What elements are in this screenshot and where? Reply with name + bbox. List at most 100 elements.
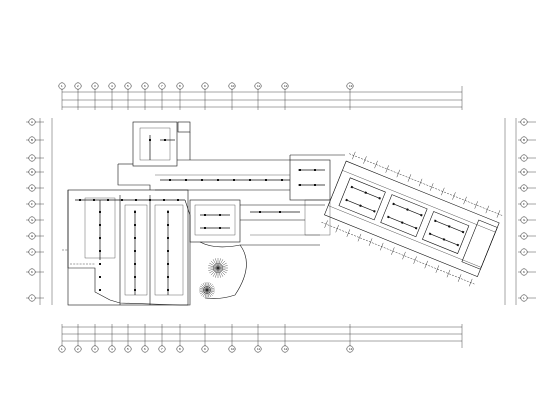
left-axis-label: J <box>31 250 33 254</box>
bottom-axis-bubble: 7 <box>158 345 166 353</box>
light-fixture <box>217 179 219 181</box>
wing-tick <box>335 224 339 233</box>
wing-tick <box>352 151 356 160</box>
light-fixture <box>249 179 251 181</box>
wing-tick <box>474 201 478 209</box>
light-fixture <box>219 227 221 229</box>
top-axis-label: 9 <box>204 84 206 88</box>
light-fixture <box>134 289 136 291</box>
left-axis-bubble: E <box>26 184 44 192</box>
light-fixture <box>279 211 281 213</box>
wing-tick <box>374 160 378 169</box>
left-axis-bubble: L <box>26 294 44 302</box>
wing-tick <box>407 174 412 182</box>
bottom-axis-bubble: 13 <box>346 345 354 353</box>
bottom-axis-bubble: 5 <box>124 345 132 353</box>
left-axis-label: A <box>31 120 33 124</box>
light-fixture <box>185 179 187 181</box>
right-axis-label: C <box>523 156 526 160</box>
left-axis-label: D <box>31 170 34 174</box>
top-axis-label: 8 <box>179 84 181 88</box>
top-axis-bubble: 3 <box>91 82 99 90</box>
right-axis-bubble: H <box>518 232 536 240</box>
left-axis-bubble: J <box>26 248 44 256</box>
left-axis-bubble: H <box>26 232 44 240</box>
bottom-axis-bubble: 9 <box>201 345 209 353</box>
wing-tick <box>469 278 473 287</box>
bottom-axis-label: 2 <box>77 347 79 351</box>
wing-tick <box>413 256 417 264</box>
top-axis-bubble: 11 <box>254 82 262 90</box>
light-fixture <box>169 179 171 181</box>
wing-tick <box>363 156 367 164</box>
light-fixture <box>167 289 169 291</box>
light-fixture <box>134 237 136 239</box>
light-fixture <box>163 199 165 201</box>
light-fixture <box>93 199 95 201</box>
top-axis-label: 4 <box>111 84 113 88</box>
left-axis-bubble: A <box>26 118 44 126</box>
left-axis-bubble: K <box>26 268 44 276</box>
left-axis-label: C <box>31 156 34 160</box>
light-fixture <box>167 276 169 278</box>
top-axis-label: 10 <box>231 84 235 88</box>
right-axis-label: F <box>523 202 525 206</box>
left-axis-bubble: D <box>26 168 44 176</box>
top-axis-bubble: 13 <box>346 82 354 90</box>
wing-tick <box>435 265 440 273</box>
right-axis-label: K <box>523 270 525 274</box>
light-fixture <box>167 250 169 252</box>
wing-tick <box>463 196 467 205</box>
right-axis-bubble: J <box>518 248 536 256</box>
bottom-axis-bubble: 3 <box>91 345 99 353</box>
left-axis-label: B <box>31 138 33 142</box>
top-axis-label: 5 <box>127 84 129 88</box>
light-fixture <box>167 237 169 239</box>
electrical-wiring <box>62 135 325 295</box>
light-fixture <box>281 179 283 181</box>
bottom-axis-label: 1 <box>61 347 63 351</box>
wing-tick <box>396 169 400 178</box>
top-axis-bubble: 1 <box>58 82 66 90</box>
main-building-outline <box>67 121 345 306</box>
light-fixture <box>107 199 109 201</box>
top-axis-bubble: 10 <box>228 82 236 90</box>
bottom-axis-bubble: 2 <box>74 345 82 353</box>
light-fixture <box>134 276 136 278</box>
top-axis-label: 6 <box>144 84 146 88</box>
light-fixture <box>149 199 151 201</box>
top-axis-bubble: 4 <box>108 82 116 90</box>
top-axis-bubble: 12 <box>281 82 289 90</box>
right-axis-label: A <box>523 120 525 124</box>
light-fixture <box>99 289 101 291</box>
bottom-axis-label: 10 <box>231 347 235 351</box>
bottom-axis-bubble: 6 <box>141 345 149 353</box>
left-axis-bubble: C <box>26 154 44 162</box>
light-fixture <box>167 263 169 265</box>
light-fixture <box>134 211 136 213</box>
wing-tick <box>324 220 328 228</box>
light-fixture <box>314 184 316 186</box>
bottom-axis-label: 6 <box>144 347 146 351</box>
light-fixture <box>265 179 267 181</box>
wing-tick <box>485 205 490 214</box>
wing-tick <box>452 192 456 200</box>
bottom-axis-label: 9 <box>204 347 206 351</box>
bottom-axis-bubble: 1 <box>58 345 66 353</box>
wing-tick <box>457 274 462 282</box>
light-fixture <box>99 263 101 265</box>
right-axis-label: D <box>523 170 526 174</box>
wing-tick <box>380 242 384 251</box>
wing-tick <box>430 183 434 191</box>
bottom-axis-label: 13 <box>349 347 353 351</box>
light-fixture <box>201 179 203 181</box>
light-fixture <box>167 211 169 213</box>
tree-symbol <box>208 258 228 278</box>
right-axis-label: E <box>523 186 525 190</box>
right-axis-label: B <box>523 138 525 142</box>
right-axis-bubble: B <box>518 136 536 144</box>
wing-tick <box>496 210 501 218</box>
